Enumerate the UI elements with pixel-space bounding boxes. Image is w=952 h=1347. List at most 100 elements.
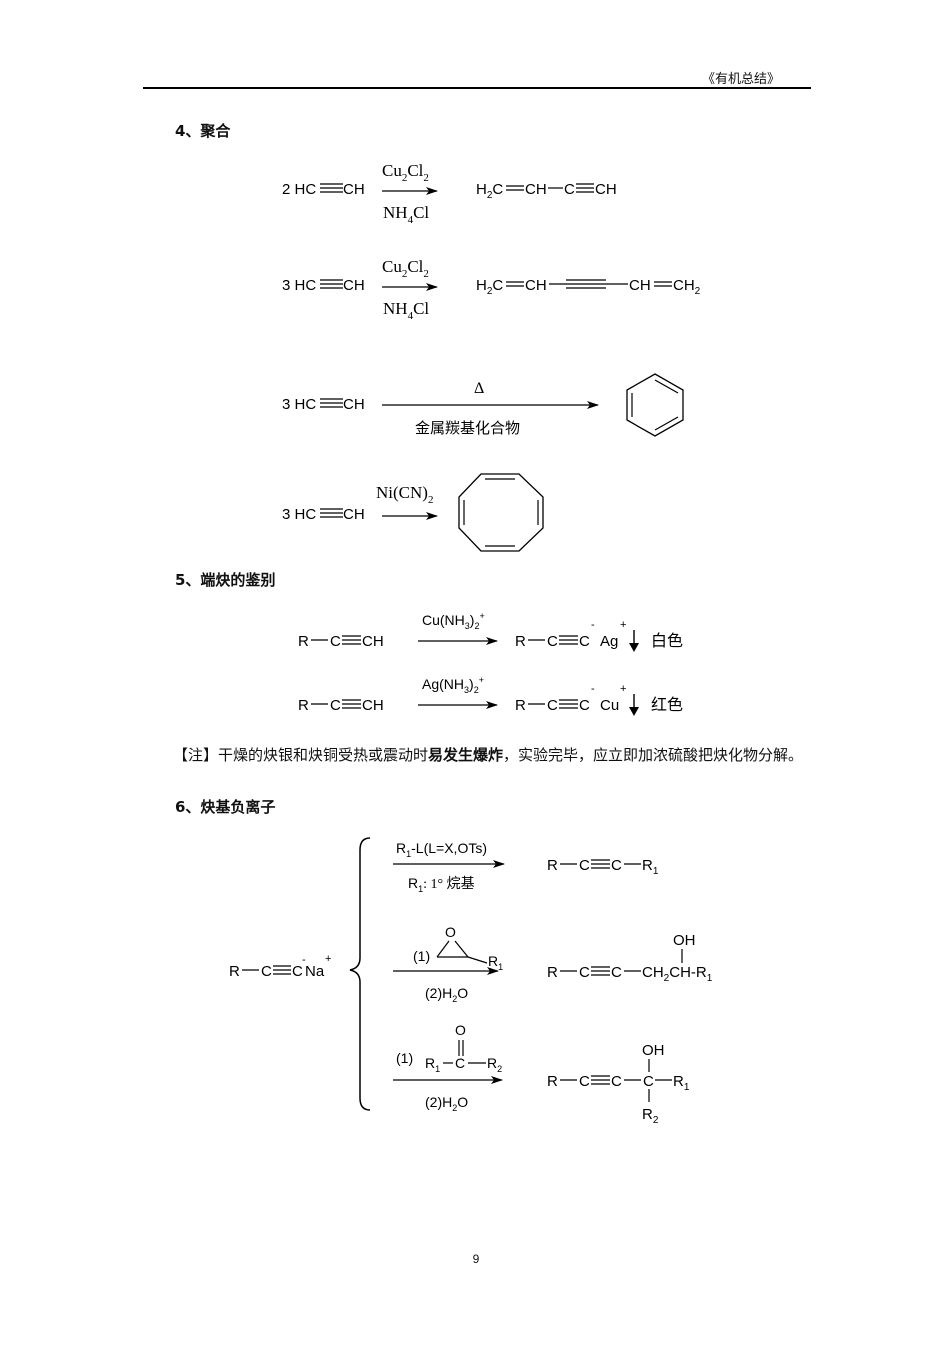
svg-text:R2: R2 — [642, 1106, 659, 1126]
header-rule — [143, 87, 811, 89]
svg-text:C: C — [564, 181, 575, 198]
svg-text:+: + — [620, 683, 626, 695]
svg-text:CH: CH — [525, 181, 547, 198]
svg-text:C: C — [455, 1055, 465, 1071]
svg-text:3 HC: 3 HC — [282, 396, 316, 413]
note-paragraph: 【注】干燥的炔银和炔铜受热或震动时易发生爆炸，实验完毕，应立即加浓硫酸把炔化物分… — [173, 746, 804, 764]
svg-text:C: C — [579, 964, 590, 981]
svg-text:R: R — [515, 697, 526, 714]
svg-text:C: C — [643, 1073, 654, 1090]
polymerization-reaction-2: 3 HC CH Cu2Cl2 NH4Cl H2C CH CH CH2 — [282, 257, 701, 322]
svg-text:R: R — [298, 697, 309, 714]
catalyst-bottom: NH4Cl — [383, 203, 429, 226]
delta-symbol: Δ — [474, 380, 484, 397]
catalyst-top: Cu2Cl2 — [382, 161, 429, 184]
section-5-heading: 5、端炔的鉴别 — [175, 571, 276, 589]
svg-text:C: C — [579, 697, 590, 714]
svg-text:-: - — [591, 683, 595, 695]
identification-reaction-2: R C CH Ag(NH3)2+ R C C - Cu + 红色 — [298, 675, 683, 716]
svg-text:C: C — [330, 633, 341, 650]
svg-text:R: R — [547, 857, 558, 874]
identification-reaction-1: R C CH Cu(NH3)2+ R C C - Ag + 白色 — [298, 611, 683, 652]
svg-text:C: C — [547, 633, 558, 650]
svg-text:CH2: CH2 — [673, 277, 701, 297]
svg-text:R1: 1° 烷基: R1: 1° 烷基 — [408, 875, 475, 894]
svg-text:(2)H2O: (2)H2O — [425, 985, 468, 1004]
svg-text:-: - — [302, 954, 306, 966]
svg-text:Cu: Cu — [600, 697, 619, 714]
precipitate-color-red: 红色 — [651, 696, 683, 714]
section-4-heading: 4、聚合 — [175, 122, 231, 140]
catalyst-metal-carbonyl: 金属羰基化合物 — [415, 420, 520, 437]
reactant-coef: 2 HC — [282, 181, 316, 198]
svg-text:Ag: Ag — [600, 633, 618, 650]
svg-text:O: O — [455, 1022, 466, 1038]
section-6-heading: 6、炔基负离子 — [175, 798, 276, 816]
svg-text:R: R — [515, 633, 526, 650]
svg-text:+: + — [325, 953, 331, 965]
svg-text:C: C — [579, 857, 590, 874]
svg-text:CH: CH — [629, 277, 651, 294]
svg-text:(1): (1) — [413, 948, 430, 964]
svg-text:(2)H2O: (2)H2O — [425, 1094, 468, 1113]
curly-brace — [349, 837, 371, 1111]
reagent-ag-ammonia: Ag(NH3)2+ — [422, 675, 484, 695]
svg-text:R: R — [229, 963, 240, 980]
svg-text:R: R — [298, 633, 309, 650]
acetylide-branch-3: (1) O R1 C R2 (2)H2O R C C C R1 OH R2 — [393, 1022, 690, 1126]
svg-text:C: C — [611, 964, 622, 981]
polymerization-reaction-4: 3 HC CH Ni(CN)2 — [282, 473, 544, 552]
acetylide-branch-1: R1-L(L=X,OTs) R1: 1° 烷基 R C C R1 — [393, 840, 659, 894]
svg-text:OH: OH — [673, 932, 696, 949]
svg-text:Cu2Cl2: Cu2Cl2 — [382, 257, 429, 280]
svg-text:CH: CH — [343, 277, 365, 294]
svg-text:R: R — [547, 1073, 558, 1090]
svg-text:(1): (1) — [396, 1050, 413, 1066]
svg-text:CH: CH — [362, 697, 384, 714]
svg-text:R1-L(L=X,OTs): R1-L(L=X,OTs) — [396, 840, 487, 859]
note-warning: 易发生爆炸 — [428, 746, 504, 764]
cyclooctatetraene-ring — [458, 473, 544, 552]
svg-text:Na: Na — [305, 963, 325, 980]
benzene-ring — [626, 373, 684, 437]
svg-text:C: C — [579, 1073, 590, 1090]
svg-text:R1: R1 — [488, 953, 503, 972]
polymerization-reaction-1: 2 HC CH Cu2Cl2 NH4Cl H2C CH C CH — [282, 161, 617, 226]
svg-text:C: C — [579, 633, 590, 650]
svg-text:3 HC: 3 HC — [282, 277, 316, 294]
svg-text:C: C — [611, 857, 622, 874]
svg-text:CH: CH — [362, 633, 384, 650]
svg-text:OH: OH — [642, 1042, 665, 1059]
svg-text:R1: R1 — [642, 857, 659, 877]
acetylide-branch-2: (1) O R1 (2)H2O R C C CH2CH-R1 OH — [393, 924, 713, 1004]
svg-text:NH4Cl: NH4Cl — [383, 299, 429, 322]
svg-text:O: O — [445, 924, 456, 940]
svg-text:CH: CH — [525, 277, 547, 294]
precipitate-color-white: 白色 — [651, 632, 683, 650]
svg-text:C: C — [292, 963, 303, 980]
svg-text:R1: R1 — [425, 1055, 440, 1074]
acetylide-reactant: R C C - Na + — [229, 953, 331, 980]
svg-text:R2: R2 — [487, 1055, 502, 1074]
svg-text:CH2CH-R1: CH2CH-R1 — [642, 964, 713, 984]
reactant-end: CH — [343, 181, 365, 198]
svg-text:-: - — [591, 619, 595, 631]
svg-text:R: R — [547, 964, 558, 981]
svg-text:CH: CH — [595, 181, 617, 198]
header-title: 《有机总结》 — [701, 72, 780, 87]
page-number: 9 — [472, 1252, 480, 1266]
svg-text:3 HC: 3 HC — [282, 506, 316, 523]
svg-text:C: C — [261, 963, 272, 980]
svg-text:CH: CH — [343, 506, 365, 523]
reagent-cu-ammonia: Cu(NH3)2+ — [422, 611, 485, 631]
svg-text:C: C — [330, 697, 341, 714]
catalyst-ni-cn: Ni(CN)2 — [376, 483, 433, 506]
svg-text:C: C — [547, 697, 558, 714]
svg-text:CH: CH — [343, 396, 365, 413]
svg-text:+: + — [620, 619, 626, 631]
note-bracket: 【注】 — [173, 746, 219, 764]
svg-text:R1: R1 — [673, 1073, 690, 1093]
svg-text:H2C: H2C — [476, 277, 503, 297]
polymerization-reaction-3: 3 HC CH Δ 金属羰基化合物 — [282, 373, 684, 437]
